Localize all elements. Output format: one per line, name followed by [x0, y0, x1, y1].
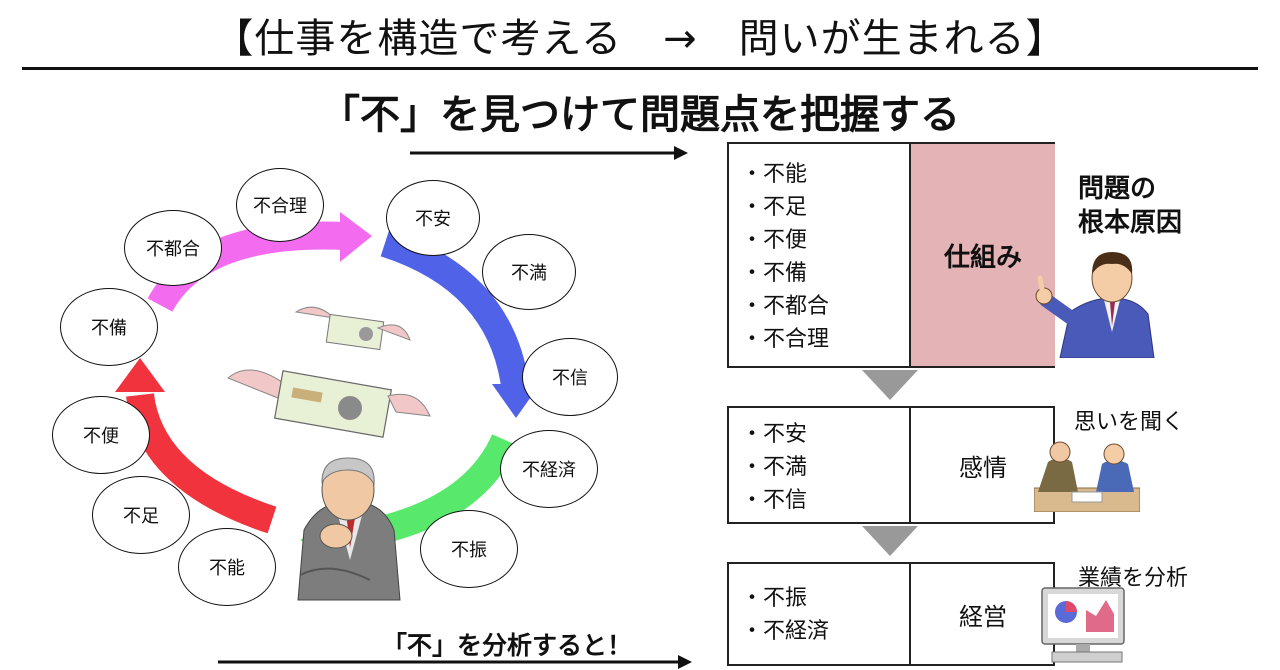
analyze-label: 業績を分析	[1078, 566, 1189, 591]
bubble-futsugou: 不都合	[124, 210, 222, 286]
root-cause-label: 問題の 根本原因	[1078, 172, 1182, 240]
category-box-emotion: ・不安 ・不満 ・不信 感情	[727, 406, 1055, 524]
list-item: ・不合理	[741, 327, 830, 352]
bubble-fugouri: 不合理	[236, 168, 324, 242]
page-title: 【仕事を構造で考える → 問いが生まれる】	[213, 16, 1067, 62]
red-arrow-body	[126, 392, 277, 534]
page-subtitle: 「不」を見つけて問題点を把握する	[320, 92, 960, 138]
root-cause-line-1: 問題の	[1078, 174, 1157, 204]
list-item: ・不安	[741, 422, 808, 447]
worried-old-man-icon	[297, 457, 401, 601]
listen-label: 思いを聞く	[1074, 410, 1185, 435]
bubble-funou: 不能	[178, 528, 276, 606]
bubble-fuan: 不安	[386, 180, 480, 256]
bubble-fusoku: 不足	[92, 476, 190, 554]
bottom-arrow	[218, 655, 692, 669]
list-item: ・不都合	[741, 294, 830, 319]
bubble-fuben: 不便	[52, 396, 150, 474]
problem-cycle	[115, 212, 540, 601]
management-item-list: ・不振 ・不経済	[741, 582, 829, 648]
pink-arrow-body	[147, 221, 346, 313]
pink-arrow-head	[340, 212, 372, 262]
analysis-caption: 「不」を分析すると！	[382, 631, 633, 660]
down-triangle-icon	[862, 370, 918, 400]
list-item: ・不備	[741, 261, 808, 286]
meeting-icon	[1034, 441, 1140, 512]
list-item: ・不経済	[741, 619, 830, 644]
category-box-management: ・不振 ・不経済 経営	[727, 562, 1055, 666]
list-item: ・不足	[741, 195, 808, 220]
top-arrow	[410, 146, 688, 160]
category-box-system: ・不能 ・不足 ・不便 ・不備 ・不都合 ・不合理 仕組み	[727, 142, 1055, 368]
category-label-system: 仕組み	[909, 144, 1055, 366]
category-label-management: 経営	[909, 564, 1055, 664]
pointing-man-icon	[1035, 252, 1155, 358]
list-item: ・不振	[741, 586, 808, 611]
list-item: ・不便	[741, 228, 808, 253]
system-item-list: ・不能 ・不足 ・不便 ・不備 ・不都合 ・不合理	[741, 158, 829, 356]
emotion-item-list: ・不安 ・不満 ・不信	[741, 418, 807, 517]
bubble-fuman: 不満	[482, 234, 576, 310]
red-arrow-head	[115, 358, 165, 392]
banknote-wings-icon	[294, 306, 411, 351]
bubble-fushin-slump: 不振	[420, 510, 518, 588]
bubble-fubi: 不備	[60, 288, 158, 366]
down-triangle-icon	[862, 526, 918, 556]
blue-arrow-body	[380, 229, 529, 388]
bubble-fushin: 不信	[522, 338, 618, 416]
root-cause-line-2: 根本原因	[1078, 208, 1183, 238]
list-item: ・不信	[741, 488, 808, 513]
list-item: ・不満	[741, 455, 808, 480]
list-item: ・不能	[741, 162, 808, 187]
category-label-emotion: 感情	[909, 408, 1055, 522]
bubble-fukeizai: 不経済	[500, 430, 598, 508]
banknote-wings-icon	[227, 369, 431, 438]
title-divider	[22, 67, 1258, 70]
computer-chart-icon	[1041, 587, 1125, 663]
